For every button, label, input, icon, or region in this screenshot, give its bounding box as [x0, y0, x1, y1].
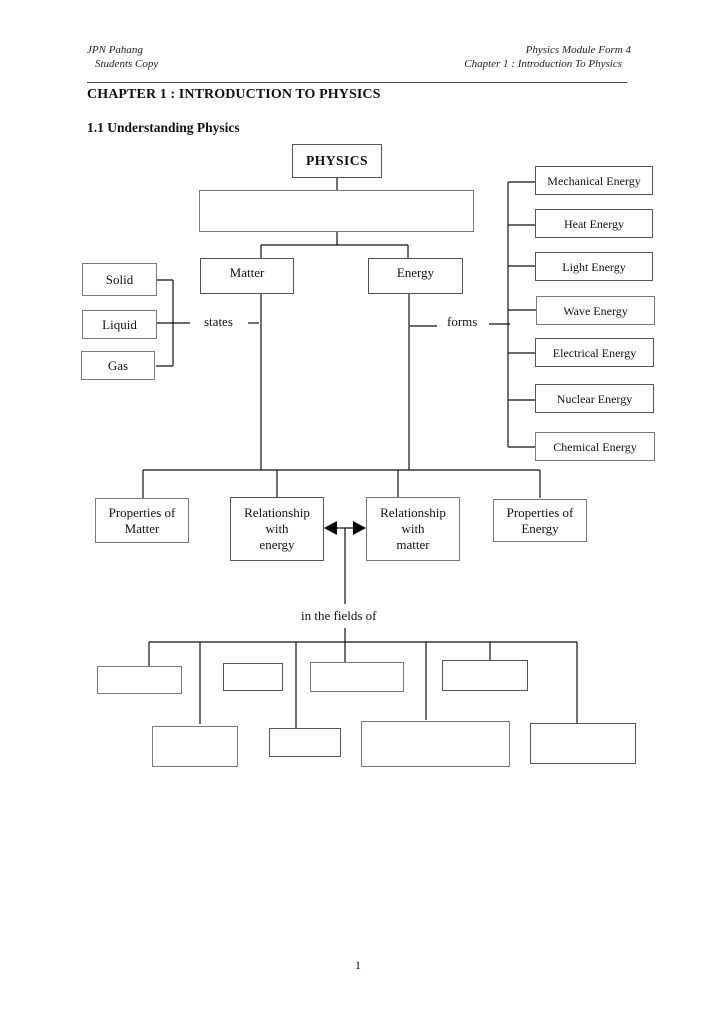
header-copy-type: Students Copy	[95, 58, 159, 70]
arrow-left-icon	[324, 521, 337, 535]
energy-form-wave: Wave Energy	[536, 296, 655, 325]
energy-form-chemical: Chemical Energy	[535, 432, 655, 461]
section-title: 1.1 Understanding Physics	[87, 120, 240, 135]
header-divider	[87, 82, 627, 83]
field-blank-box[interactable]	[530, 723, 636, 764]
relationship-matter-line3: matter	[396, 537, 430, 552]
field-blank-box[interactable]	[310, 662, 404, 692]
state-gas-box: Gas	[81, 351, 155, 380]
field-blank-box[interactable]	[223, 663, 283, 691]
energy-form-mechanical: Mechanical Energy	[535, 166, 653, 195]
relationship-energy-line1: Relationship	[244, 505, 310, 520]
relationship-energy-line2: with	[265, 521, 289, 536]
state-liquid-box: Liquid	[82, 310, 157, 339]
energy-form-electrical: Electrical Energy	[535, 338, 654, 367]
properties-of-matter-box: Properties of Matter	[95, 498, 189, 543]
page-number: 1	[355, 958, 361, 972]
properties-of-matter-line1: Properties of	[108, 504, 176, 520]
matter-box: Matter	[200, 258, 294, 294]
header-module: Physics Module Form 4	[525, 44, 631, 56]
properties-of-matter-line2: Matter	[124, 520, 160, 536]
definition-blank-box[interactable]	[199, 190, 474, 232]
properties-of-energy-box: Properties of Energy	[493, 499, 587, 542]
relationship-matter-line1: Relationship	[380, 505, 446, 520]
relationship-matter-line2: with	[401, 521, 425, 536]
physics-root-box: PHYSICS	[292, 144, 382, 178]
field-blank-box[interactable]	[269, 728, 341, 757]
field-blank-box[interactable]	[361, 721, 510, 767]
relationship-energy-line3: energy	[259, 537, 295, 552]
header-chapter: Chapter 1 : Introduction To Physics	[464, 58, 622, 70]
states-label: states	[204, 314, 233, 329]
header-school: JPN Pahang	[87, 44, 143, 56]
field-blank-box[interactable]	[442, 660, 528, 691]
arrow-right-icon	[353, 521, 366, 535]
field-blank-box[interactable]	[152, 726, 238, 767]
energy-form-light: Light Energy	[535, 252, 653, 281]
field-blank-box[interactable]	[97, 666, 182, 694]
relationship-with-energy-box: Relationship with energy	[230, 497, 324, 561]
relationship-with-matter-box: Relationship with matter	[366, 497, 460, 561]
forms-label: forms	[447, 314, 478, 329]
energy-form-nuclear: Nuclear Energy	[535, 384, 654, 413]
chapter-title: CHAPTER 1 : INTRODUCTION TO PHYSICS	[87, 87, 381, 102]
state-solid-box: Solid	[82, 263, 157, 296]
energy-box: Energy	[368, 258, 463, 294]
properties-of-energy-line2: Energy	[521, 520, 559, 536]
energy-form-heat: Heat Energy	[535, 209, 653, 238]
properties-of-energy-line1: Properties of	[506, 504, 574, 520]
fields-label: in the fields of	[301, 608, 377, 623]
